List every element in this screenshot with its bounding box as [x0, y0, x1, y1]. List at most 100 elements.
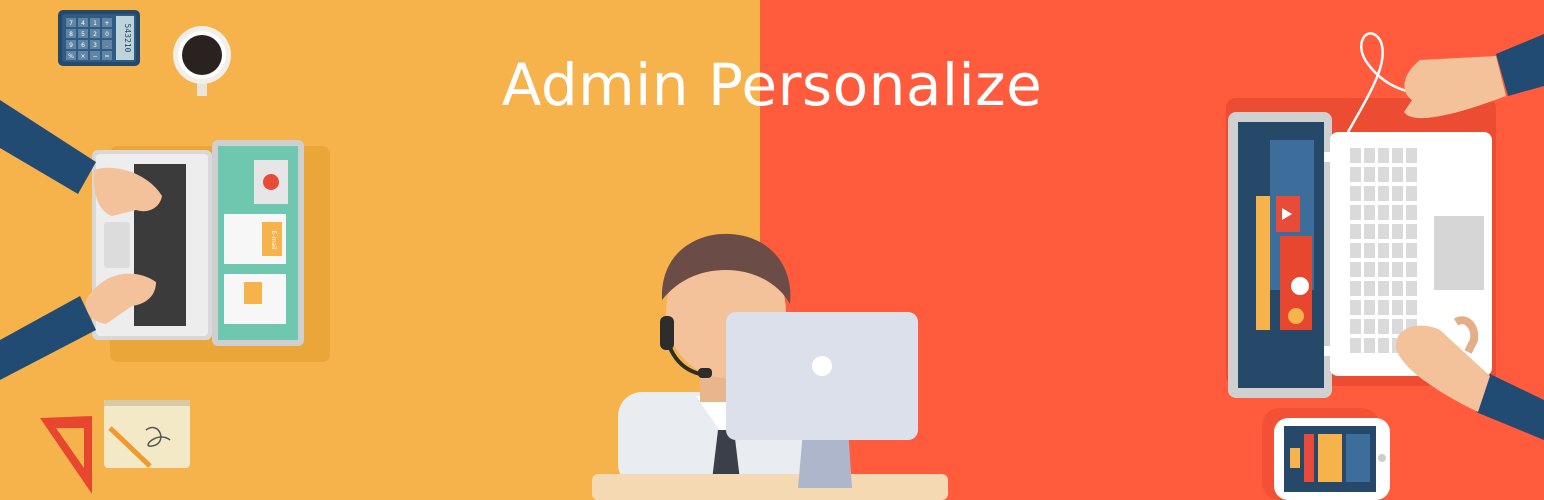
keyboard-key: [1392, 319, 1403, 334]
keyboard-key: [1406, 319, 1417, 334]
keyboard-key: [1378, 167, 1389, 182]
email-card-label: E-mail: [270, 231, 277, 250]
keyboard-key: [1364, 224, 1375, 239]
keyboard-key: [1406, 281, 1417, 296]
keyboard-key: [1350, 205, 1361, 220]
keyboard-key: [1406, 148, 1417, 163]
keyboard-key: [1364, 319, 1375, 334]
calculator-key: 3: [90, 40, 100, 49]
svg-text:1: 1: [93, 20, 97, 27]
svg-text:−: −: [92, 53, 97, 60]
svg-text:=: =: [104, 53, 109, 60]
keyboard-key: [1392, 281, 1403, 296]
keyboard-key: [1364, 205, 1375, 220]
svg-text:4: 4: [81, 20, 85, 27]
svg-text:.: .: [106, 42, 108, 49]
keyboard-key: [1378, 300, 1389, 315]
keyboard-key: [1406, 224, 1417, 239]
keyboard-key: [1378, 243, 1389, 258]
svg-text:9: 9: [69, 42, 73, 49]
keyboard-key: [1364, 167, 1375, 182]
svg-text:+: +: [104, 20, 109, 27]
keyboard-key: [1406, 243, 1417, 258]
calculator-key: 5: [78, 29, 88, 38]
svg-text:0: 0: [105, 31, 109, 38]
calculator-key: .: [102, 40, 112, 49]
keyboard-key: [1378, 319, 1389, 334]
keyboard-key: [1392, 186, 1403, 201]
keyboard-key: [1364, 148, 1375, 163]
svg-text:%: %: [68, 53, 74, 60]
notepad-icon: [104, 400, 190, 468]
calculator-key: 9: [66, 40, 76, 49]
keyboard-key: [1350, 262, 1361, 277]
keyboard-key: [1364, 243, 1375, 258]
keyboard-key: [1350, 243, 1361, 258]
calculator-icon: 543210 7 8 9% 4 5 6 × 1 2 3 − +0. =: [58, 10, 140, 66]
calculator-key: 2: [90, 29, 100, 38]
keyboard-key: [1364, 186, 1375, 201]
coffee-cup-icon: [173, 26, 231, 96]
keyboard-key: [1392, 167, 1403, 182]
keyboard-key: [1350, 186, 1361, 201]
keyboard-key: [1392, 262, 1403, 277]
keyboard-key: [1378, 338, 1389, 353]
set-square-icon: [40, 416, 92, 494]
desk: [592, 474, 948, 500]
keyboard-key: [1350, 167, 1361, 182]
keyboard-key: [1350, 281, 1361, 296]
keyboard-key: [1378, 186, 1389, 201]
title-word-personalize: Personalize: [707, 51, 1043, 119]
svg-text:8: 8: [69, 31, 73, 38]
keyboard-key: [1364, 262, 1375, 277]
keyboard-key: [1392, 243, 1403, 258]
keyboard-key: [1350, 224, 1361, 239]
keyboard-key: [1364, 281, 1375, 296]
svg-text:2: 2: [93, 31, 97, 38]
svg-text:×: ×: [80, 53, 85, 60]
svg-text:3: 3: [93, 42, 97, 49]
laptop-right-icon: [1226, 32, 1496, 398]
keyboard-key: [1350, 300, 1361, 315]
keyboard-key: [1378, 281, 1389, 296]
keyboard-key: [1406, 205, 1417, 220]
desktop-monitor-icon: [726, 312, 918, 488]
keyboard-key: [1378, 205, 1389, 220]
keyboard-key: [1406, 262, 1417, 277]
page-title: Admin Personalize: [0, 50, 1544, 120]
calculator-key: 1: [90, 18, 100, 27]
keyboard-key: [1378, 224, 1389, 239]
calculator-key: 8: [66, 29, 76, 38]
calculator-key: 7: [66, 18, 76, 27]
calculator-key: ×: [78, 51, 88, 60]
keyboard-key: [1364, 338, 1375, 353]
keyboard-key: [1350, 148, 1361, 163]
svg-text:5: 5: [81, 31, 85, 38]
calculator-display: 543210: [123, 24, 132, 53]
keyboard-key: [1406, 300, 1417, 315]
svg-text:7: 7: [69, 20, 73, 27]
calculator-keypad: 7 8 9% 4 5 6 × 1 2 3 − +0. =: [66, 18, 112, 60]
hands-typing-icon: [0, 100, 162, 380]
smartphone-icon: [1262, 408, 1390, 500]
keyboard-key: [1406, 186, 1417, 201]
title-word-admin: Admin: [501, 51, 690, 119]
calculator-key: −: [90, 51, 100, 60]
calculator-key: 6: [78, 40, 88, 49]
hands-right-icon: [1395, 34, 1544, 440]
calculator-key: 0: [102, 29, 112, 38]
keyboard-key: [1392, 148, 1403, 163]
keyboard-key: [1406, 167, 1417, 182]
keyboard-key: [1378, 262, 1389, 277]
keyboard-key: [1392, 205, 1403, 220]
svg-text:6: 6: [81, 42, 85, 49]
keyboard-key: [1364, 300, 1375, 315]
keyboard-key: [1392, 224, 1403, 239]
calculator-key: =: [102, 51, 112, 60]
right-laptop-keyboard: [1350, 148, 1417, 353]
calculator-key: +: [102, 18, 112, 27]
keyboard-key: [1350, 338, 1361, 353]
keyboard-key: [1378, 148, 1389, 163]
